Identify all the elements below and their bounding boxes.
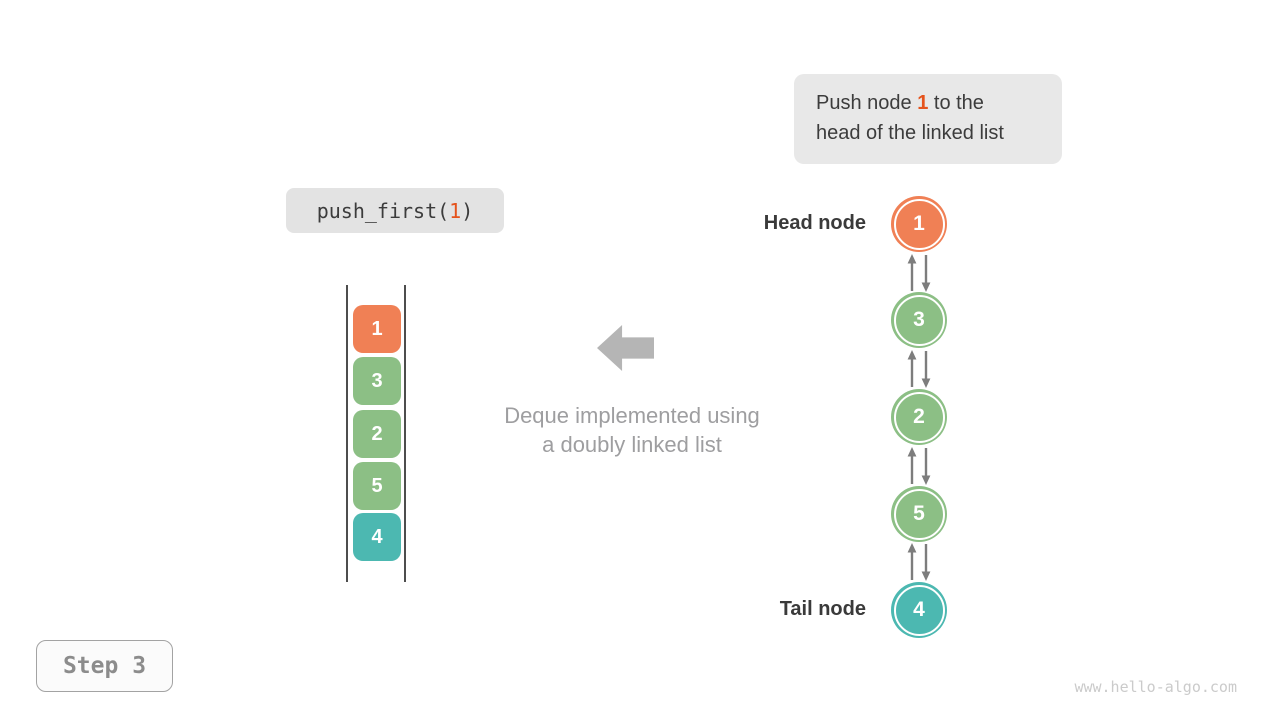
left-block-arrow-icon: [597, 325, 654, 371]
code-prefix: push_first(: [316, 198, 450, 223]
bidirectional-arrow-icon: [907, 254, 931, 292]
head-node-label: Head node: [763, 212, 866, 234]
node-ring: [893, 294, 945, 346]
stack-cell: 4: [353, 513, 401, 561]
list-node: 2: [891, 389, 947, 445]
code-push-first: push_first(1): [286, 188, 504, 233]
node-value: 5: [913, 502, 925, 525]
callout-text-before: Push node: [816, 92, 918, 114]
deque-array: 1 3 2 5 4: [346, 285, 406, 582]
callout-text-after: to the: [928, 92, 984, 114]
bidirectional-arrow-icon: [907, 447, 931, 485]
node-value: 2: [913, 405, 925, 428]
deque-caption: Deque implemented using a doubly linked …: [470, 401, 794, 459]
node-ring: [893, 488, 945, 540]
node-ring: [893, 391, 945, 443]
tail-node-label: Tail node: [779, 598, 866, 620]
deque-caption-line1: Deque implemented using: [504, 403, 760, 428]
code-suffix: ): [461, 198, 474, 223]
list-node: 1: [891, 196, 947, 252]
stack-cell: 3: [353, 357, 401, 405]
node-value: 1: [913, 212, 925, 235]
list-node: 5: [891, 486, 947, 542]
code-arg: 1: [449, 198, 462, 223]
node-value: 3: [913, 308, 925, 331]
stack-cell: 2: [353, 410, 401, 458]
list-node: 3: [891, 292, 947, 348]
stack-cell: 5: [353, 462, 401, 510]
deque-caption-line2: a doubly linked list: [542, 432, 722, 457]
list-node: 4: [891, 582, 947, 638]
node-ring: [893, 198, 945, 250]
watermark: www.hello-algo.com: [1074, 678, 1237, 696]
bidirectional-arrow-icon: [907, 543, 931, 581]
callout-push-node: Push node 1 to the head of the linked li…: [794, 74, 1062, 164]
bidirectional-arrow-icon: [907, 350, 931, 388]
node-ring: [893, 584, 945, 636]
callout-value: 1: [917, 92, 929, 114]
stack-cell: 1: [353, 305, 401, 353]
step-badge: Step 3: [36, 640, 173, 692]
node-value: 4: [913, 598, 925, 621]
callout-text-line2: head of the linked list: [816, 122, 1004, 144]
